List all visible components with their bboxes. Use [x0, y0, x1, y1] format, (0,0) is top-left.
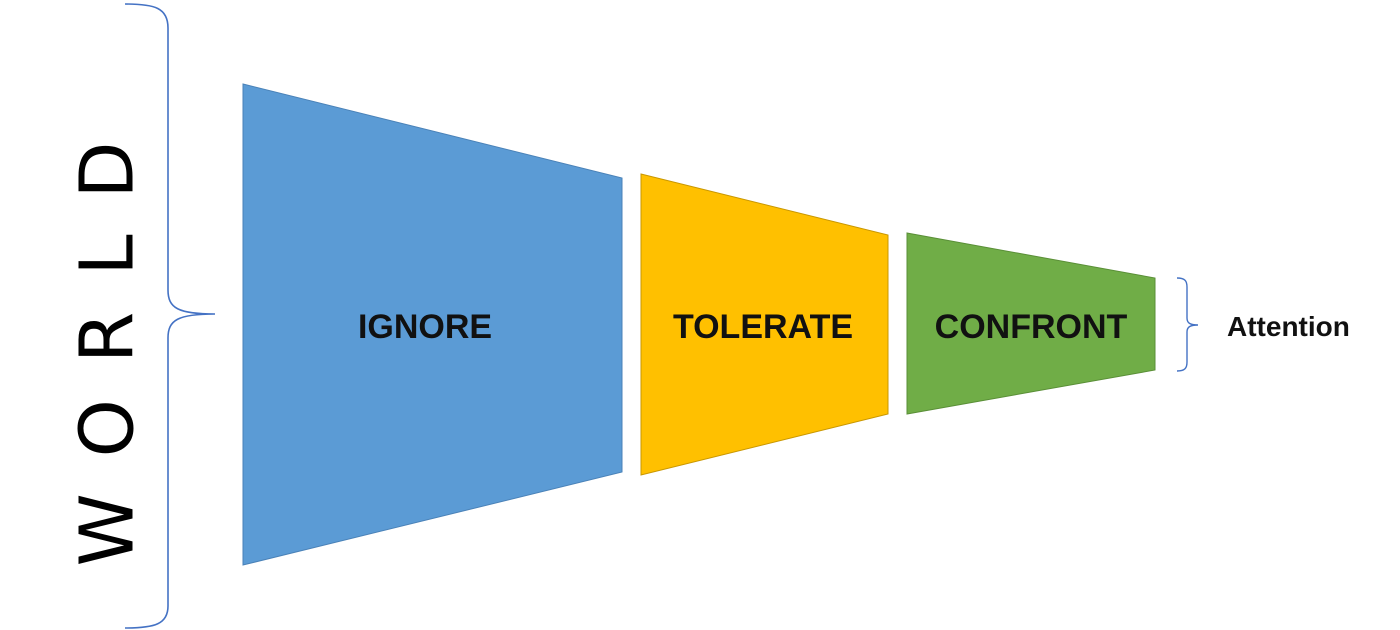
world-label-text: WORLD: [65, 105, 151, 566]
tolerate-trapezoid: [640, 173, 889, 476]
ignore-trapezoid: [242, 83, 623, 566]
attention-label: Attention: [1227, 311, 1350, 342]
world-label: WORLD: [65, 105, 151, 566]
confront-label: CONFRONT: [935, 308, 1128, 346]
ignore-label: IGNORE: [358, 308, 492, 346]
world-brace: [124, 3, 216, 629]
tolerate-label: TOLERATE: [673, 308, 853, 346]
confront-trapezoid: [906, 232, 1156, 415]
attention-brace: [1176, 277, 1199, 372]
